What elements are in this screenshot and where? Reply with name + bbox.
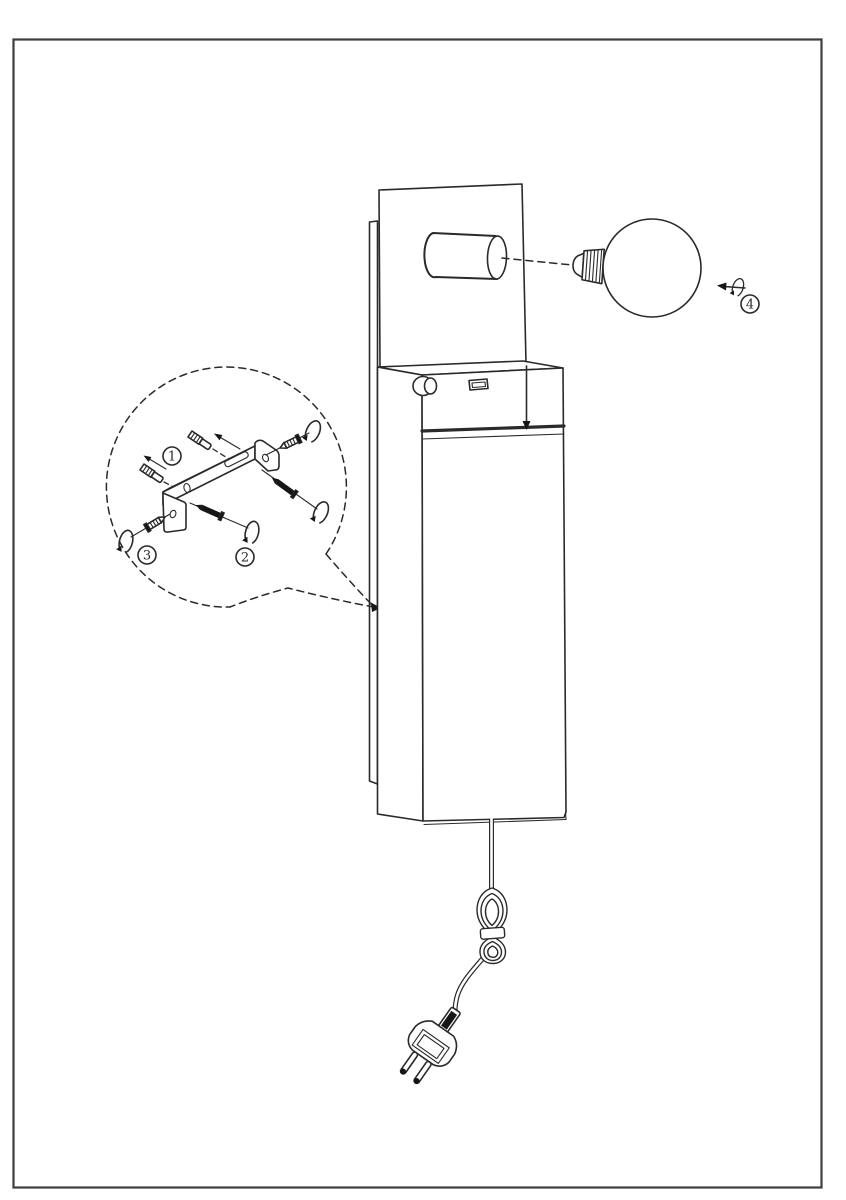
body-bottom-edge [423, 818, 567, 826]
marker-3-label: 3 [143, 549, 151, 564]
marker-1-label: 1 [168, 450, 176, 465]
cover-seam [420, 424, 566, 433]
body-front-face [421, 367, 567, 822]
marker-4: 4 [740, 294, 760, 314]
power-cord [452, 818, 508, 1013]
rotate-icon [115, 527, 136, 555]
mounting-bracket [162, 439, 280, 533]
balloon-circle [105, 366, 348, 608]
balloon-tail-top [325, 553, 375, 608]
cord-coil [476, 887, 508, 965]
rotate-icon [241, 518, 262, 546]
bulb-globe [602, 218, 702, 318]
balloon-tail-bottom [229, 587, 375, 608]
coil-band [479, 926, 506, 940]
rotate-icon [300, 417, 325, 446]
bulb-step: 4 [717, 276, 760, 314]
cord-lower [452, 955, 486, 1013]
mounting-hardware: 1 2 3 [115, 417, 333, 567]
power-plug [399, 1006, 461, 1085]
bulb-guide-dashed-line [501, 257, 573, 266]
bracket-slot [224, 451, 249, 468]
insert-arrowhead-icon [214, 433, 223, 441]
bracket-left-flange [162, 492, 187, 533]
screw-bottom-right [261, 469, 333, 527]
bulb-base [572, 248, 605, 285]
light-bulb [572, 218, 702, 318]
body-knob-face [423, 377, 438, 395]
strain-relief-band [441, 1010, 458, 1030]
insert-arrowhead-icon [143, 455, 152, 462]
body-slot [468, 378, 489, 391]
callout-balloon [105, 366, 381, 612]
insert-arrow-icon [723, 285, 746, 289]
marker-2-label: 2 [241, 551, 249, 566]
slide-down-arrow-icon [522, 365, 531, 430]
flange-hole [169, 509, 177, 519]
marker-4-label: 4 [746, 298, 754, 313]
insert-arrowhead-icon [717, 282, 727, 291]
flange-hole [261, 453, 270, 463]
wall-anchor-icon [139, 463, 165, 485]
balloon-pointer-icon [371, 602, 381, 612]
lamp-body [376, 360, 567, 826]
page-border [12, 38, 823, 1189]
lamp-socket [423, 232, 508, 280]
marker-2: 2 [235, 547, 255, 567]
wall-anchor-icon [187, 430, 213, 452]
screw-left [115, 512, 171, 555]
rotate-icon [308, 498, 333, 527]
bracket-hole [183, 483, 191, 493]
marker-1: 1 [162, 446, 182, 466]
screw-icon [193, 500, 225, 522]
screw-bottom-center [189, 500, 262, 546]
body-left-face [376, 366, 424, 822]
screw-icon [277, 433, 303, 453]
wall-plate-side-strip [368, 220, 379, 785]
marker-3: 3 [137, 545, 157, 565]
screw-top-right [265, 417, 325, 456]
